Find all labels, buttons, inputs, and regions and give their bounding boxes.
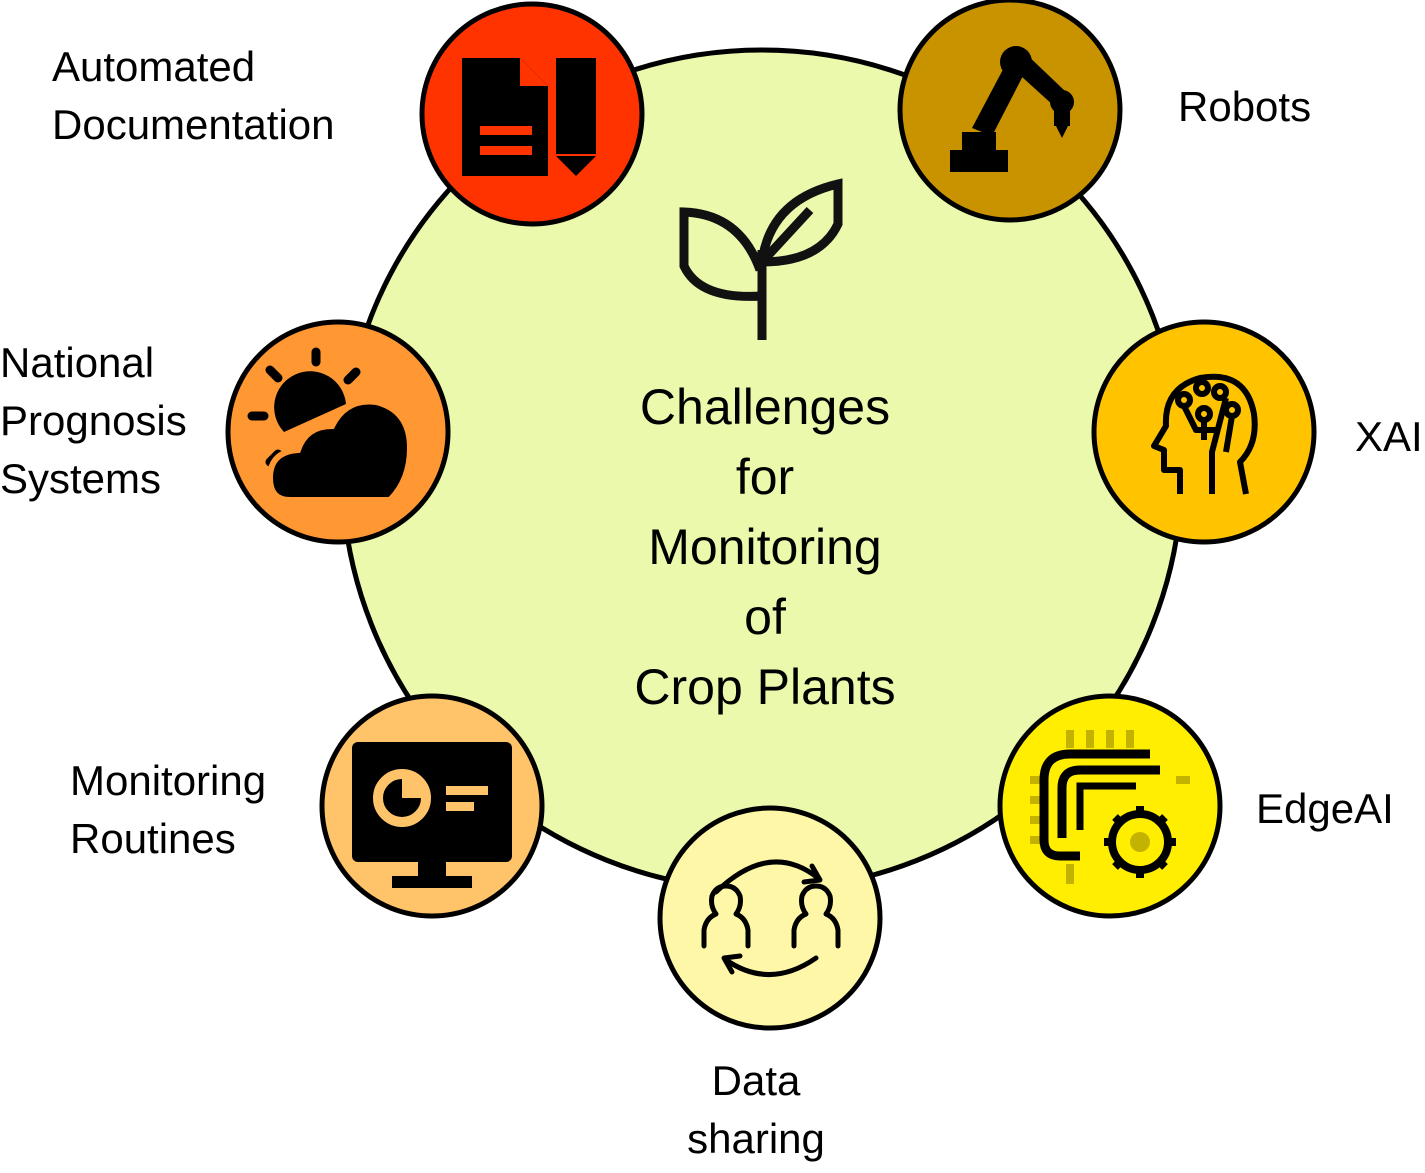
node-data-sharing <box>657 805 883 1031</box>
label-robots: Robots <box>1178 83 1312 130</box>
label-edgeai: EdgeAI <box>1256 785 1394 832</box>
label-automated-documentation: Automated Documentation <box>52 43 335 148</box>
center-title-line-4: of <box>744 589 786 645</box>
robot-arm-icon <box>950 46 1074 172</box>
center-title-line-3: Monitoring <box>648 519 882 575</box>
label-data-sharing: Data sharing <box>687 1057 825 1162</box>
center-title-line-1: Challenges <box>639 379 891 435</box>
center-title: Challenges for Monitoring of Crop Plants <box>560 372 970 722</box>
node-automated-documentation <box>419 1 645 227</box>
node-edgeai <box>997 693 1223 919</box>
sun-cloud-icon <box>247 347 414 503</box>
node-monitoring-routines <box>319 693 545 919</box>
document-pencil-icon <box>462 58 596 176</box>
users-exchange-icon <box>701 859 841 977</box>
label-monitoring-routines: Monitoring Routines <box>70 757 267 862</box>
node-national-prognosis-systems <box>225 319 451 545</box>
center-title-line-5: Crop Plants <box>634 659 896 715</box>
ai-head-icon <box>1151 373 1258 495</box>
center-title-line-2: for <box>735 449 795 505</box>
monitor-dashboard-icon <box>352 742 512 888</box>
chip-gear-icon <box>1030 730 1190 884</box>
node-robots <box>897 0 1123 223</box>
plant-sprout-icon <box>679 178 843 340</box>
label-xai: XAI <box>1355 413 1423 460</box>
label-national-prognosis-systems: National Prognosis Systems <box>0 339 187 502</box>
node-xai <box>1091 319 1317 545</box>
